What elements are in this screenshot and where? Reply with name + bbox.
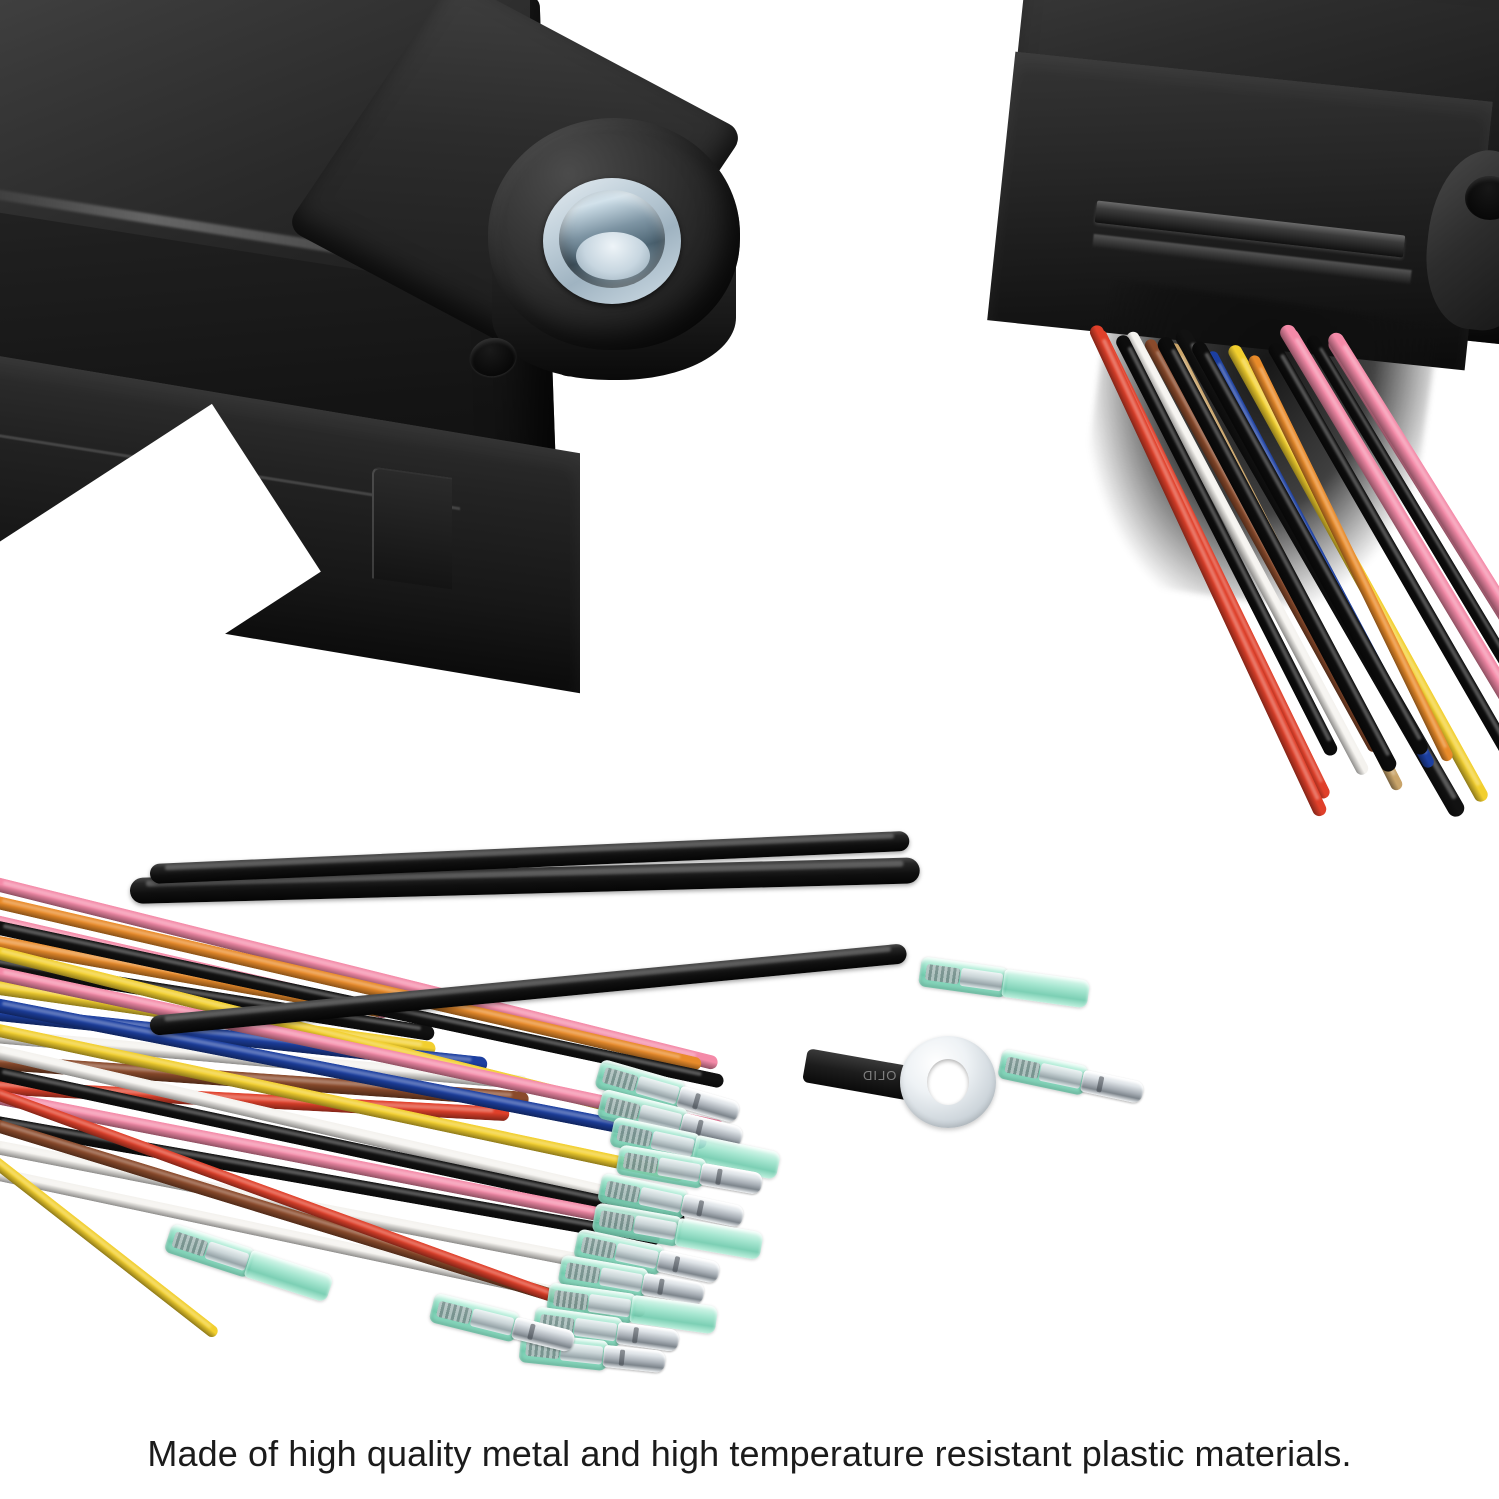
terminal-insulator-boot bbox=[996, 1048, 1090, 1096]
terminal-loom-main bbox=[917, 956, 1091, 1009]
terminal-male-bullet bbox=[602, 1344, 667, 1374]
terminal-insulator-boot bbox=[428, 1292, 522, 1343]
mounting-grommet-hole bbox=[576, 232, 650, 280]
terminal-insulator-boot bbox=[917, 956, 1010, 999]
panel-wiring-harness: OLID bbox=[0, 820, 1260, 1440]
terminal-male-bullet bbox=[1079, 1069, 1146, 1105]
terminal-female-sleeve bbox=[243, 1249, 335, 1303]
terminal-male-bullet bbox=[698, 1162, 764, 1196]
terminal-female-sleeve bbox=[1001, 968, 1091, 1009]
ring-terminal-bolt-hole bbox=[927, 1059, 969, 1105]
product-caption: Made of high quality metal and high temp… bbox=[147, 1433, 1352, 1474]
panel-module-wire-exit bbox=[880, 0, 1499, 880]
panel-module-mounting-ear bbox=[0, 0, 760, 760]
module-b-mounting-hole bbox=[1465, 176, 1499, 220]
module-latch-notch bbox=[372, 466, 452, 590]
terminal-loom-branch bbox=[996, 1048, 1146, 1108]
